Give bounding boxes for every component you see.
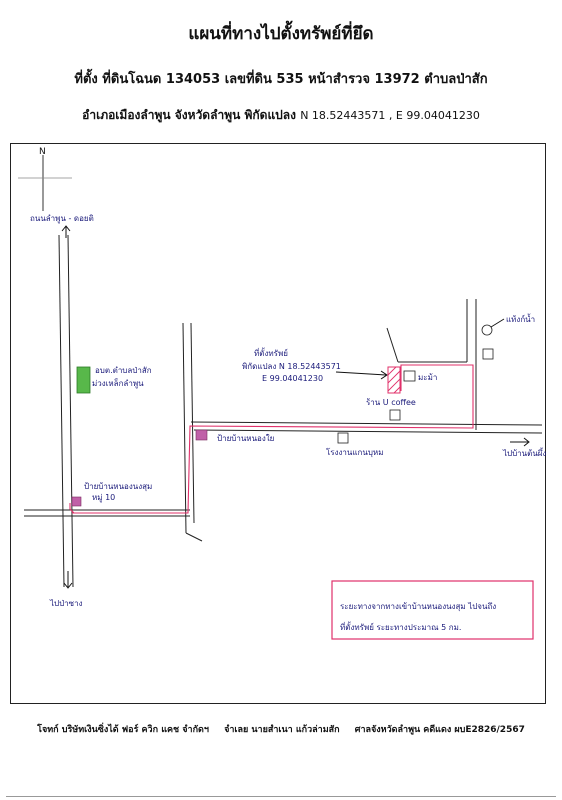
lane-road — [386, 299, 477, 430]
footer: โจทก์ บริษัทเงินซิ่งได้ ฟอร์ ควิก แคช จำ… — [0, 722, 562, 736]
road-name-label: ถนนลำพูน - ดอยติ — [30, 214, 94, 224]
factory-marker — [337, 432, 349, 444]
moo10-label: หมู่ 10 — [92, 493, 115, 503]
water-tank-icon — [481, 324, 493, 336]
sao-label: อบต.ตำบลป่าสัก — [95, 366, 152, 375]
distance-note-line2: ที่ตั้งทรัพย์ ระยะทางประมาณ 5 กม. — [340, 621, 461, 632]
arrow-to-property-icon — [335, 370, 388, 380]
map-frame — [10, 143, 546, 704]
sao-marker — [76, 366, 91, 394]
meter-label: มะม้า — [418, 373, 437, 382]
footer-defendant: จำเลย นายสำเนา แก้วล่ามสัก — [224, 725, 340, 735]
water-tank-label: แท้งก์น้ำ — [506, 313, 535, 324]
main-road — [58, 234, 74, 588]
coordinates-text: N 18.52443571 , E 99.04041230 — [300, 109, 480, 122]
arrow-up-icon — [61, 225, 71, 238]
hand-drawn-map: N ถนนลำพูน - ดอยติ ไปป่าซาง ไปบ้านต้นผึ้… — [18, 147, 546, 640]
distance-note-line1: ระยะทางจากทางเข้าบ้านหนองนงสุม ไปจนถึง — [340, 602, 496, 611]
connector-road — [182, 322, 203, 542]
to-tonpueng-label: ไปบ้านต้นผึ้ง — [502, 447, 546, 458]
north-arrow-icon: N — [18, 147, 72, 211]
factory-label: โรงงานแกนบุหม — [326, 447, 383, 457]
property-title-label: ที่ตั้งทรัพย์ — [254, 347, 288, 358]
district-line: อำเภอเมืองลำพูน จังหวัดลำพูน พิกัดแปลง N… — [0, 106, 562, 125]
location-line: ที่ตั้ง ที่ดินโฉนด 134053 เลขที่ดิน 535 … — [74, 72, 488, 87]
tank-marker — [482, 348, 494, 360]
side-road — [24, 509, 190, 517]
sign-ban-nongnongsum-label: ป้ายบ้านหนองนงสุม — [84, 482, 152, 491]
distance-note-box — [331, 580, 534, 640]
property-parcel — [387, 366, 401, 394]
north-label: N — [39, 147, 46, 157]
sign-marker-2 — [195, 429, 208, 441]
sign-ban-nongyai-label: ป้ายบ้านหนองใย — [217, 434, 274, 443]
cafe-label: ร้าน U coffee — [366, 398, 416, 407]
sign-marker-1 — [71, 496, 82, 507]
page-title: แผนที่ทางไปตั้งทรัพย์ที่ยึด — [188, 24, 374, 44]
arrow-to-tank-icon — [490, 318, 505, 328]
to-pasang-label: ไปป่าซาง — [49, 599, 83, 608]
property-coord-n-label: พิกัดแปลง N 18.52443571 — [242, 362, 341, 371]
cafe-marker — [389, 409, 401, 421]
arrow-down-icon — [63, 571, 73, 589]
property-coord-e-label: E 99.04041230 — [262, 374, 323, 383]
route-path — [69, 364, 474, 514]
sao-label-2: ม่วงเหล็กลำพูน — [92, 378, 144, 389]
arrow-right-icon — [510, 437, 530, 447]
main-horizontal-road — [190, 421, 543, 434]
district-text: อำเภอเมืองลำพูน จังหวัดลำพูน พิกัดแปลง — [82, 108, 297, 122]
footer-plaintiff: โจทก์ บริษัทเงินซิ่งได้ ฟอร์ ควิก แคช จำ… — [37, 725, 209, 735]
footer-court: ศาลจังหวัดลำพูน คดีแดง ผบE2826/2567 — [354, 725, 525, 735]
bottom-divider — [6, 796, 556, 797]
meter-marker — [403, 370, 416, 382]
